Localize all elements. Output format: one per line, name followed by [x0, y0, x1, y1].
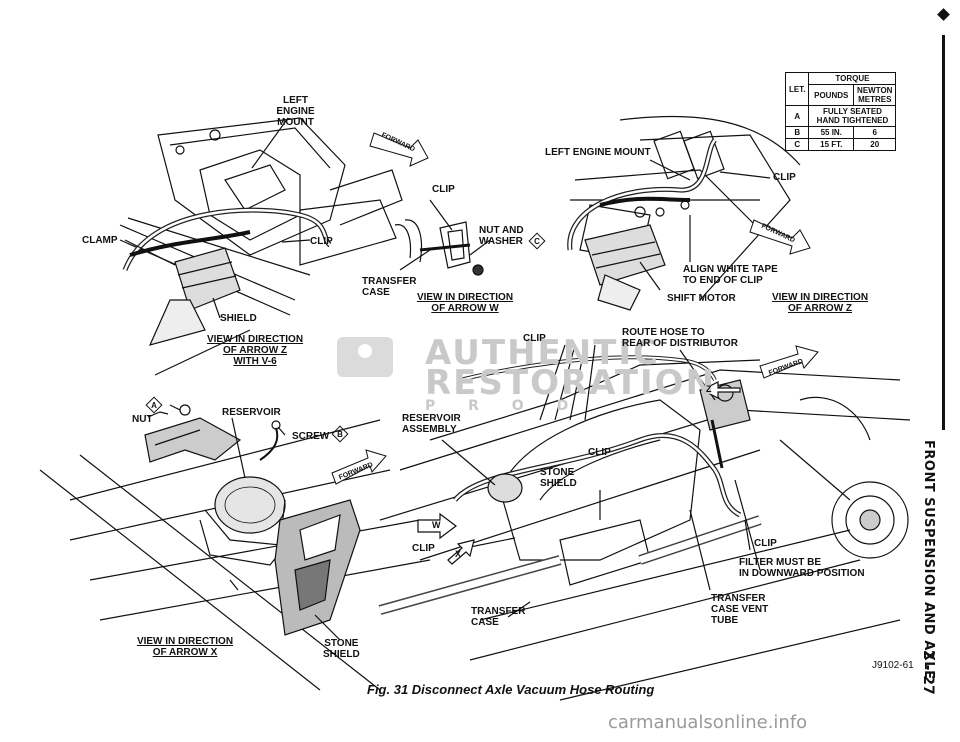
arrow-z-letter: Z: [706, 384, 712, 394]
label-left-engine-mount-1: LEFT ENGINE MOUNT: [276, 95, 315, 128]
label-clip-7: CLIP: [754, 538, 777, 549]
torque-letter: C: [794, 140, 801, 149]
label-clip-5: CLIP: [588, 447, 611, 458]
label-align-white-tape: ALIGN WHITE TAPE TO END OF CLIP: [683, 264, 778, 286]
label-transfer-case-vent: TRANSFER CASE VENT TUBE: [711, 593, 769, 626]
engine-mount-view-z-v6: [119, 117, 403, 376]
torque-row: B 55 IN. 6: [784, 126, 897, 139]
badge-c-washer: C: [530, 234, 544, 248]
margin-rule: [942, 35, 945, 430]
label-clamp: CLAMP: [82, 235, 118, 246]
torque-row: A FULLY SEATED HAND TIGHTENED: [784, 105, 897, 127]
badge-a-nut: A: [147, 398, 161, 412]
torque-letter: A: [794, 111, 801, 121]
forward-arrows: [331, 132, 819, 485]
label-filter: FILTER MUST BE IN DOWNWARD POSITION: [739, 557, 865, 579]
torque-header-let: LET.: [784, 72, 810, 106]
label-stone-shield-2: STONE SHIELD: [323, 638, 360, 660]
badge-b-screw: B: [333, 427, 347, 441]
label-transfer-case-2: TRANSFER CASE: [471, 606, 526, 628]
engine-mount-view-z: [567, 115, 801, 311]
label-route-hose: ROUTE HOSE TO REAR OF DISTRIBUTOR: [622, 327, 738, 349]
label-view-x: VIEW IN DIRECTION OF ARROW X: [136, 636, 234, 658]
torque-row: C 15 FT. 20: [784, 138, 897, 151]
label-clip-2: CLIP: [432, 184, 455, 195]
label-shift-motor: SHIFT MOTOR: [667, 293, 736, 304]
label-nut-and-washer: NUT AND WASHER: [479, 225, 524, 247]
label-clip-6: CLIP: [412, 543, 435, 554]
torque-header-pounds: POUNDS: [808, 84, 855, 106]
label-view-z: VIEW IN DIRECTION OF ARROW Z: [771, 292, 869, 314]
label-shield: SHIELD: [220, 313, 257, 324]
label-nut: NUT: [132, 414, 153, 425]
torque-newton: 6: [853, 126, 897, 139]
label-view-w: VIEW IN DIRECTION OF ARROW W: [416, 292, 514, 314]
torque-header-torque: TORQUE: [808, 72, 897, 85]
label-view-z-v6: VIEW IN DIRECTION OF ARROW Z WITH V-6: [206, 334, 304, 367]
torque-newton: 20: [853, 138, 897, 151]
arrow-w-letter: W: [432, 520, 441, 530]
label-left-engine-mount-2: LEFT ENGINE MOUNT: [545, 147, 651, 158]
main-chassis-view: [378, 344, 911, 701]
label-clip-1: CLIP: [310, 236, 333, 247]
torque-table: LET. TORQUE POUNDS NEWTON METRES A FULLY…: [784, 72, 897, 151]
label-stone-shield-1: STONE SHIELD: [540, 467, 577, 489]
torque-value: FULLY SEATED HAND TIGHTENED: [808, 105, 897, 127]
mopar-logo: [335, 335, 395, 384]
torque-header-newton: NEWTON METRES: [853, 84, 897, 106]
view-arrows: [147, 381, 741, 565]
label-screw: SCREW: [292, 431, 330, 442]
page-number: 2 - 27: [920, 650, 936, 695]
reservoir-view-x: [39, 404, 431, 691]
site-watermark: carmanualsonline.info: [608, 712, 808, 733]
figure-caption: Fig. 31 Disconnect Axle Vacuum Hose Rout…: [367, 682, 655, 697]
label-clip-4: CLIP: [523, 333, 546, 344]
figure-id: J9102-61: [872, 660, 914, 671]
arrow-x-letter: X: [455, 549, 462, 559]
label-reservoir-assembly: RESERVOIR ASSEMBLY: [402, 413, 461, 435]
transfer-case-clip-view-w: [394, 199, 491, 276]
torque-pounds: 15 FT.: [808, 138, 855, 151]
torque-pounds: 55 IN.: [808, 126, 855, 139]
label-clip-3: CLIP: [773, 172, 796, 183]
torque-letter: B: [794, 128, 801, 137]
background-watermark: AUTHENTIC RESTORATION P R O D: [425, 333, 717, 414]
label-reservoir: RESERVOIR: [222, 407, 281, 418]
label-transfer-case-1: TRANSFER CASE: [362, 276, 417, 298]
